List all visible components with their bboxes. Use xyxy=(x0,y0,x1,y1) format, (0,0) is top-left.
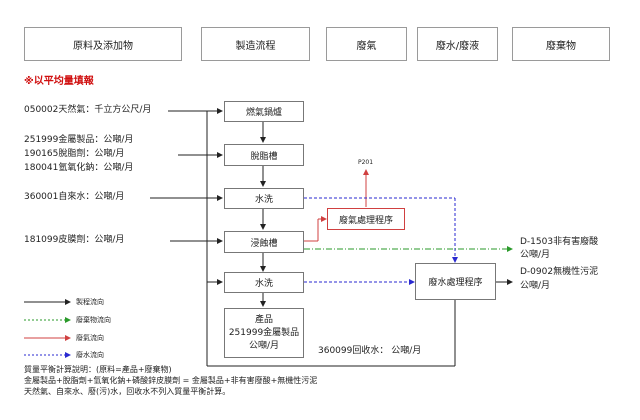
input-metal-products: 251999金屬製品：公噸/月 xyxy=(24,135,134,145)
stack-label: P201 xyxy=(358,159,374,166)
footer-line-2: 金屬製品+脫脂劑+氫氧化鈉+磷酸鋅皮膜劑 = 金屬製品+非有害廢酸+無機性污泥 xyxy=(24,376,318,385)
header-process: 製造流程 xyxy=(201,27,310,61)
input-tap-water: 360001自來水：公噸/月 xyxy=(24,192,125,202)
header-waste-water: 廢水/廢液 xyxy=(417,27,498,61)
process-product: 產品 251999金屬製品 公噸/月 xyxy=(224,308,304,358)
header-waste-gas: 廢氣 xyxy=(326,27,407,61)
footer-line-3: 天然氣、自來水、廢(污)水，回收水不列入質量平衡計算。 xyxy=(24,387,231,396)
output-waste-acid-unit: 公噸/月 xyxy=(520,250,551,260)
gas-treatment-box: 廢氣處理程序 xyxy=(327,208,405,230)
product-unit: 公噸/月 xyxy=(248,340,280,351)
legend-process-flow: 製程流向 xyxy=(76,298,104,306)
input-natural-gas: 050002天然氣：千立方公尺/月 xyxy=(24,105,152,115)
input-degreaser: 190165脫脂劑：公噸/月 xyxy=(24,149,125,159)
input-coating-agent: 181099皮膜劑：公噸/月 xyxy=(24,235,125,245)
legend-gas-flow: 廢氣流向 xyxy=(76,334,104,342)
header-raw-materials: 原料及添加物 xyxy=(24,27,182,61)
header-waste: 廢棄物 xyxy=(512,27,610,61)
footer-line-1: 質量平衡計算說明：(原料=產品+廢棄物) xyxy=(24,365,172,374)
process-dip-tank: 浸蝕槽 xyxy=(224,231,304,253)
recycle-water-label: 360099回收水： 公噸/月 xyxy=(318,346,422,356)
average-note: ※以平均量填報 xyxy=(24,76,94,87)
product-code: 251999金屬製品 xyxy=(228,327,300,338)
process-water-wash-2: 水洗 xyxy=(224,272,304,293)
output-sludge-unit: 公噸/月 xyxy=(520,281,551,291)
process-degrease-tank: 脫脂槽 xyxy=(224,144,304,166)
product-title: 產品 xyxy=(254,314,273,325)
input-sodium-hydroxide: 180041氫氧化鈉：公噸/月 xyxy=(24,163,134,173)
process-boiler: 燃氣鍋爐 xyxy=(224,101,304,122)
mass-balance-note: 質量平衡計算說明：(原料=產品+廢棄物) 金屬製品+脫脂劑+氫氧化鈉+磷酸鋅皮膜… xyxy=(24,364,317,397)
process-water-wash-1: 水洗 xyxy=(224,188,304,209)
output-sludge: D-0902無機性污泥 xyxy=(520,267,599,277)
legend-waste-flow: 廢棄物流向 xyxy=(76,316,111,324)
output-waste-acid: D-1503非有害廢酸 xyxy=(520,237,599,247)
water-treatment-box: 廢水處理程序 xyxy=(415,263,496,300)
legend-water-flow: 廢水流向 xyxy=(76,351,104,359)
